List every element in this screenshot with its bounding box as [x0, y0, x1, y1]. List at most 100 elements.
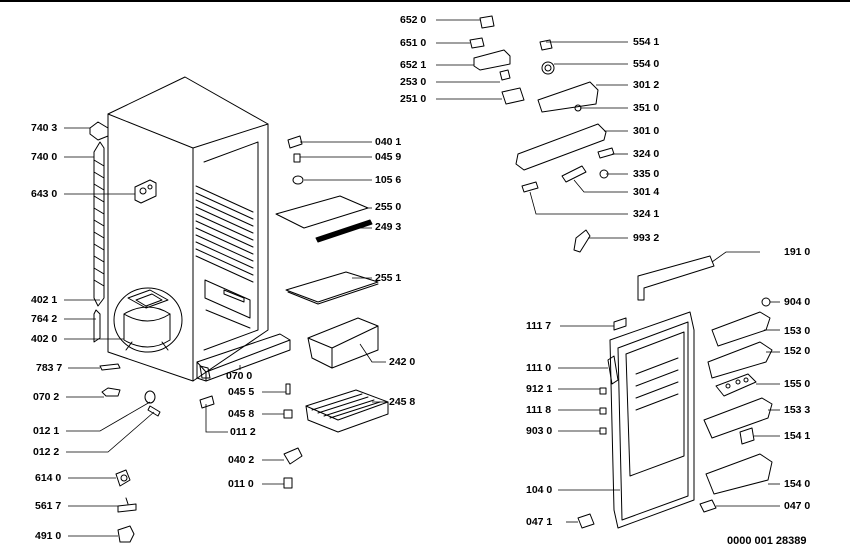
- part-045-5: [285, 383, 291, 395]
- part-label: 105 6: [375, 174, 402, 186]
- part-label: 903 0: [526, 425, 553, 437]
- part-903-0: [599, 427, 607, 435]
- part-554-1: [539, 39, 553, 51]
- fridge-cabinet: [107, 76, 291, 382]
- part-label: 045 9: [375, 151, 402, 163]
- part-153-0: [711, 311, 771, 347]
- part-301-2: [537, 81, 599, 113]
- part-label: 491 0: [35, 530, 62, 542]
- part-label: 249 3: [375, 221, 402, 233]
- part-904-0: [761, 297, 771, 307]
- part-label: 554 1: [633, 36, 660, 48]
- part-651-0: [469, 37, 485, 49]
- bottle-rack: [305, 389, 389, 433]
- part-253-0: [499, 69, 511, 81]
- part-label: 242 0: [389, 356, 416, 368]
- part-111-7: [613, 317, 627, 331]
- part-label: 255 0: [375, 201, 402, 213]
- crisper-drawer: [307, 317, 379, 369]
- part-045-8: [283, 409, 293, 419]
- part-label: 011 2: [230, 426, 256, 438]
- part-label: 402 1: [31, 294, 58, 306]
- part-label: 652 0: [400, 14, 427, 26]
- part-label: 155 0: [784, 378, 811, 390]
- part-label: 045 8: [228, 408, 255, 420]
- glass-shelf-middle: [285, 271, 379, 303]
- part-label: 324 0: [633, 148, 660, 160]
- document-id: 0000 001 28389: [727, 535, 807, 547]
- part-993-2: [573, 229, 591, 253]
- part-label: 764 2: [31, 313, 58, 325]
- part-label: 402 0: [31, 333, 58, 345]
- shelf-trim: [315, 219, 373, 243]
- part-011-2: [199, 395, 215, 409]
- condenser: [89, 121, 109, 343]
- part-047-1: [577, 513, 595, 529]
- part-111-8: [599, 407, 607, 415]
- part-label: 740 3: [31, 122, 58, 134]
- part-label: 012 2: [33, 446, 60, 458]
- part-154-0: [705, 453, 773, 495]
- part-070-2: [101, 387, 121, 397]
- part-label: 301 2: [633, 79, 660, 91]
- part-label: 643 0: [31, 188, 58, 200]
- door-top-cap: [637, 255, 715, 301]
- part-324-0: [597, 147, 615, 159]
- part-label: 651 0: [400, 37, 427, 49]
- part-label: 040 2: [228, 454, 255, 466]
- part-label: 652 1: [400, 59, 427, 71]
- part-label: 111 0: [526, 362, 552, 374]
- part-label: 111 8: [526, 404, 552, 416]
- glass-shelf-top: [275, 195, 369, 229]
- part-label: 904 0: [784, 296, 811, 308]
- part-301-0: [515, 123, 607, 171]
- part-label: 111 7: [526, 320, 552, 332]
- part-label: 740 0: [31, 151, 58, 163]
- part-label: 554 0: [633, 58, 660, 70]
- part-047-0: [699, 499, 717, 513]
- part-label: 153 0: [784, 325, 811, 337]
- part-label: 154 1: [784, 430, 811, 442]
- top-border-line: [0, 0, 850, 2]
- part-251-0: [501, 87, 525, 105]
- part-label: 045 5: [228, 386, 255, 398]
- compressor: [113, 287, 183, 353]
- part-label: 255 1: [375, 272, 402, 284]
- part-491-0: [117, 525, 135, 543]
- part-614-0: [115, 469, 131, 487]
- part-label: 152 0: [784, 345, 811, 357]
- egg-tray-155-0: [715, 373, 757, 397]
- part-label: 783 7: [36, 362, 63, 374]
- part-105-6: [292, 175, 304, 185]
- part-554-0: [541, 61, 555, 75]
- part-label: 614 0: [35, 472, 62, 484]
- part-152-0: [707, 341, 773, 379]
- part-912-1: [599, 387, 607, 395]
- part-label: 154 0: [784, 478, 811, 490]
- part-label: 561 7: [35, 500, 62, 512]
- part-label: 912 1: [526, 383, 553, 395]
- part-561-7: [117, 497, 137, 513]
- door-assembly: [607, 255, 715, 529]
- part-040-1: [287, 135, 303, 149]
- part-label: 153 3: [784, 404, 811, 416]
- part-045-9: [293, 153, 301, 163]
- part-012-2: [147, 405, 161, 417]
- part-label: 040 1: [375, 136, 402, 148]
- part-652-0: [479, 15, 495, 29]
- part-label: 191 0: [784, 246, 811, 258]
- part-label: 012 1: [33, 425, 60, 437]
- part-label: 011 0: [228, 478, 254, 490]
- part-153-3: [703, 397, 773, 439]
- part-label: 993 2: [633, 232, 660, 244]
- part-label: 070 2: [33, 391, 60, 403]
- part-label: 070 0: [226, 370, 253, 382]
- part-301-4: [561, 165, 587, 183]
- part-label: 351 0: [633, 102, 660, 114]
- part-label: 047 1: [526, 516, 553, 528]
- part-label: 245 8: [389, 396, 416, 408]
- part-011-0: [283, 477, 293, 489]
- part-label: 104 0: [526, 484, 553, 496]
